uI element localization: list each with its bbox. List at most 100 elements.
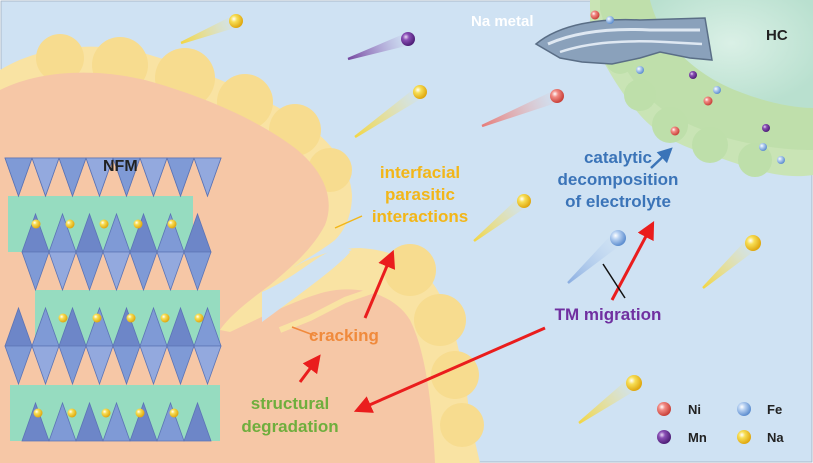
leader-tm-to-fe-ion (602, 263, 626, 299)
legend-label-na: Na (767, 430, 784, 445)
ion-sphere (610, 230, 626, 246)
legend: Ni Fe Mn Na (657, 402, 784, 445)
lattice-octahedron (58, 157, 87, 198)
lattice-octahedron (129, 401, 158, 442)
lattice-na-ion (160, 313, 170, 323)
lattice-octahedron (85, 345, 114, 386)
lattice-na-ion (169, 408, 179, 418)
lattice-na-ion (101, 408, 111, 418)
ion-trail (481, 89, 564, 128)
lattice-octahedron (58, 345, 87, 386)
mn-sphere-icon (657, 430, 671, 444)
lattice-octahedron (139, 345, 168, 386)
structural-degradation-label: structural degradation (241, 394, 338, 436)
lattice-na-ion (133, 219, 143, 229)
lattice-na-ion (167, 219, 177, 229)
lattice-octahedron (166, 157, 195, 198)
interfacial-parasitic-label: interfacial parasitic interactions (372, 163, 468, 226)
ion-trail (567, 230, 626, 284)
svg-text:interactions: interactions (372, 207, 468, 226)
lattice-octahedron (48, 251, 77, 292)
ion-sphere (745, 235, 761, 251)
na-metal-label: Na metal (471, 13, 534, 30)
ion-sphere (626, 375, 642, 391)
lattice-na-ion (65, 219, 75, 229)
cracking-label: cracking (309, 326, 379, 345)
arrow-catalytic-to-hc (650, 147, 673, 169)
ion-sphere (413, 85, 427, 99)
fe-sphere-icon (737, 402, 751, 416)
hc-surface-ions (590, 10, 785, 164)
svg-text:catalytic: catalytic (584, 148, 652, 167)
lattice-octahedron (4, 157, 33, 198)
legend-label-mn: Mn (688, 430, 707, 445)
ni-sphere-icon (657, 402, 671, 416)
lattice-na-ion (135, 408, 145, 418)
lattice-octahedron (112, 345, 141, 386)
lattice-octahedron (112, 157, 141, 198)
lattice-octahedron (156, 401, 185, 442)
svg-text:degradation: degradation (241, 417, 338, 436)
lattice-octahedron (183, 251, 212, 292)
lattice-octahedron (129, 251, 158, 292)
svg-text:interfacial: interfacial (380, 163, 460, 182)
lattice-octahedron (193, 345, 222, 386)
lattice-octahedron (75, 251, 104, 292)
migrating-ions (180, 14, 761, 424)
hc-label: HC (766, 27, 788, 44)
lattice-na-ion (58, 313, 68, 323)
lattice-na-ion (126, 313, 136, 323)
ion-trail (702, 235, 761, 289)
nfm-label: NFM (103, 158, 138, 175)
na-sphere-icon (737, 430, 751, 444)
lattice-octahedron (21, 251, 50, 292)
svg-text:of electrolyte: of electrolyte (565, 192, 671, 211)
svg-text:decomposition: decomposition (558, 170, 679, 189)
lattice-octahedron (156, 251, 185, 292)
lattice-na-ion (92, 313, 102, 323)
na-metal-shape (534, 17, 713, 65)
legend-label-ni: Ni (688, 402, 701, 417)
lattice-octahedron (31, 157, 60, 198)
lattice-octahedron (85, 157, 114, 198)
lattice-na-ion (99, 219, 109, 229)
layered-crystal-lattice (4, 157, 222, 442)
mechanism-arrows (291, 147, 673, 413)
lattice-na-ion (33, 408, 43, 418)
ion-trail (578, 375, 642, 424)
ion-sphere (550, 89, 564, 103)
arrow-structural-to-cracking (298, 354, 321, 383)
ion-trail (180, 14, 243, 45)
lattice-octahedron (31, 345, 60, 386)
ion-trail (354, 85, 427, 138)
catalytic-decomposition-label: catalytic decomposition of electrolyte (558, 148, 679, 211)
tm-migration-label: TM migration (555, 305, 662, 324)
lattice-octahedron (139, 157, 168, 198)
lattice-octahedron (4, 345, 33, 386)
ion-sphere (517, 194, 531, 208)
lattice-octahedron (21, 401, 50, 442)
legend-label-fe: Fe (767, 402, 782, 417)
lattice-octahedron (75, 401, 104, 442)
lattice-octahedron (183, 401, 212, 442)
lattice-octahedron (102, 251, 131, 292)
leader-interfacial (334, 215, 363, 229)
svg-text:parasitic: parasitic (385, 185, 455, 204)
arrow-tm-to-structural (353, 326, 546, 413)
leader-cracking (291, 326, 317, 337)
ion-sphere (229, 14, 243, 28)
lattice-octahedron (193, 157, 222, 198)
lattice-octahedron (102, 401, 131, 442)
ion-sphere (401, 32, 415, 46)
lattice-na-ion (31, 219, 41, 229)
ion-trail (473, 194, 531, 242)
lattice-octahedron (166, 345, 195, 386)
arrow-cracking-to-interfacial (363, 249, 396, 319)
lattice-na-ion (67, 408, 77, 418)
ion-trail (347, 32, 415, 61)
svg-text:structural: structural (251, 394, 329, 413)
lattice-octahedron (48, 401, 77, 442)
lattice-na-ion (194, 313, 204, 323)
